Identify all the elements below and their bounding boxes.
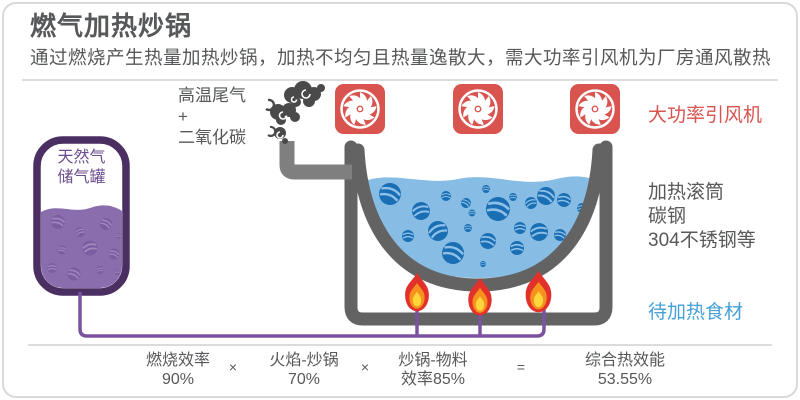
formula-term-wok-material: 炒锅-物料 效率85% xyxy=(398,352,467,389)
exhaust-label-line3: 二氧化碳 xyxy=(178,128,246,147)
drum-label-line1: 加热滚筒 xyxy=(648,182,725,203)
formula-term-label: 炒锅-物料 xyxy=(398,352,468,369)
drum-label: 加热滚筒 碳钢 304不锈钢等 xyxy=(648,181,756,253)
divider-bottom xyxy=(28,344,772,346)
formula-term-value: 90% xyxy=(161,370,195,388)
page-subtitle: 通过燃烧产生热量加热炒锅，加热不均匀且热量逸散大，需大功率引风机为厂房通风散热 xyxy=(30,47,772,68)
formula-operator: = xyxy=(516,359,526,375)
exhaust-label-line2: + xyxy=(178,107,188,126)
divider-top xyxy=(22,79,778,81)
formula-term-value: 效率85% xyxy=(400,370,466,388)
drum-label-line3: 304不锈钢等 xyxy=(648,230,756,251)
drum-label-line2: 碳钢 xyxy=(648,206,687,227)
formula-term-flame-wok: 火焰-炒锅 70% xyxy=(269,352,338,389)
gas-tank-shape xyxy=(33,136,130,296)
formula-term-label: 燃烧效率 xyxy=(145,352,211,369)
tank-label: 天然气 储气罐 xyxy=(37,148,126,188)
page-title: 燃气加热炒锅 xyxy=(30,11,193,41)
tank-label-line2: 储气罐 xyxy=(57,169,106,186)
smoke-icon xyxy=(265,81,325,144)
wok-bowl-shape xyxy=(351,143,606,292)
fan-icon xyxy=(570,84,620,134)
formula-term-combustion: 燃烧效率 90% xyxy=(146,352,210,389)
formula-operator: × xyxy=(228,359,238,375)
exhaust-label: 高温尾气 + 二氧化碳 xyxy=(178,85,246,148)
tank-label-line1: 天然气 xyxy=(57,149,106,166)
exhaust-label-line1: 高温尾气 xyxy=(178,86,246,105)
food-label: 待加热食材 xyxy=(648,302,744,323)
fan-icon xyxy=(453,84,503,134)
chimney-pipe-shape xyxy=(279,141,352,180)
formula-operator: × xyxy=(360,359,370,375)
fan-label: 大功率引风机 xyxy=(648,105,763,126)
fan-icons xyxy=(335,84,620,134)
fan-icon xyxy=(335,84,385,134)
formula-term-label: 综合热效能 xyxy=(584,352,666,369)
formula-term-value: 70% xyxy=(287,370,321,388)
formula-term-overall: 综合热效能 53.55% xyxy=(585,352,665,389)
formula-term-label: 火焰-炒锅 xyxy=(269,352,339,369)
formula-term-value: 53.55% xyxy=(597,370,653,388)
